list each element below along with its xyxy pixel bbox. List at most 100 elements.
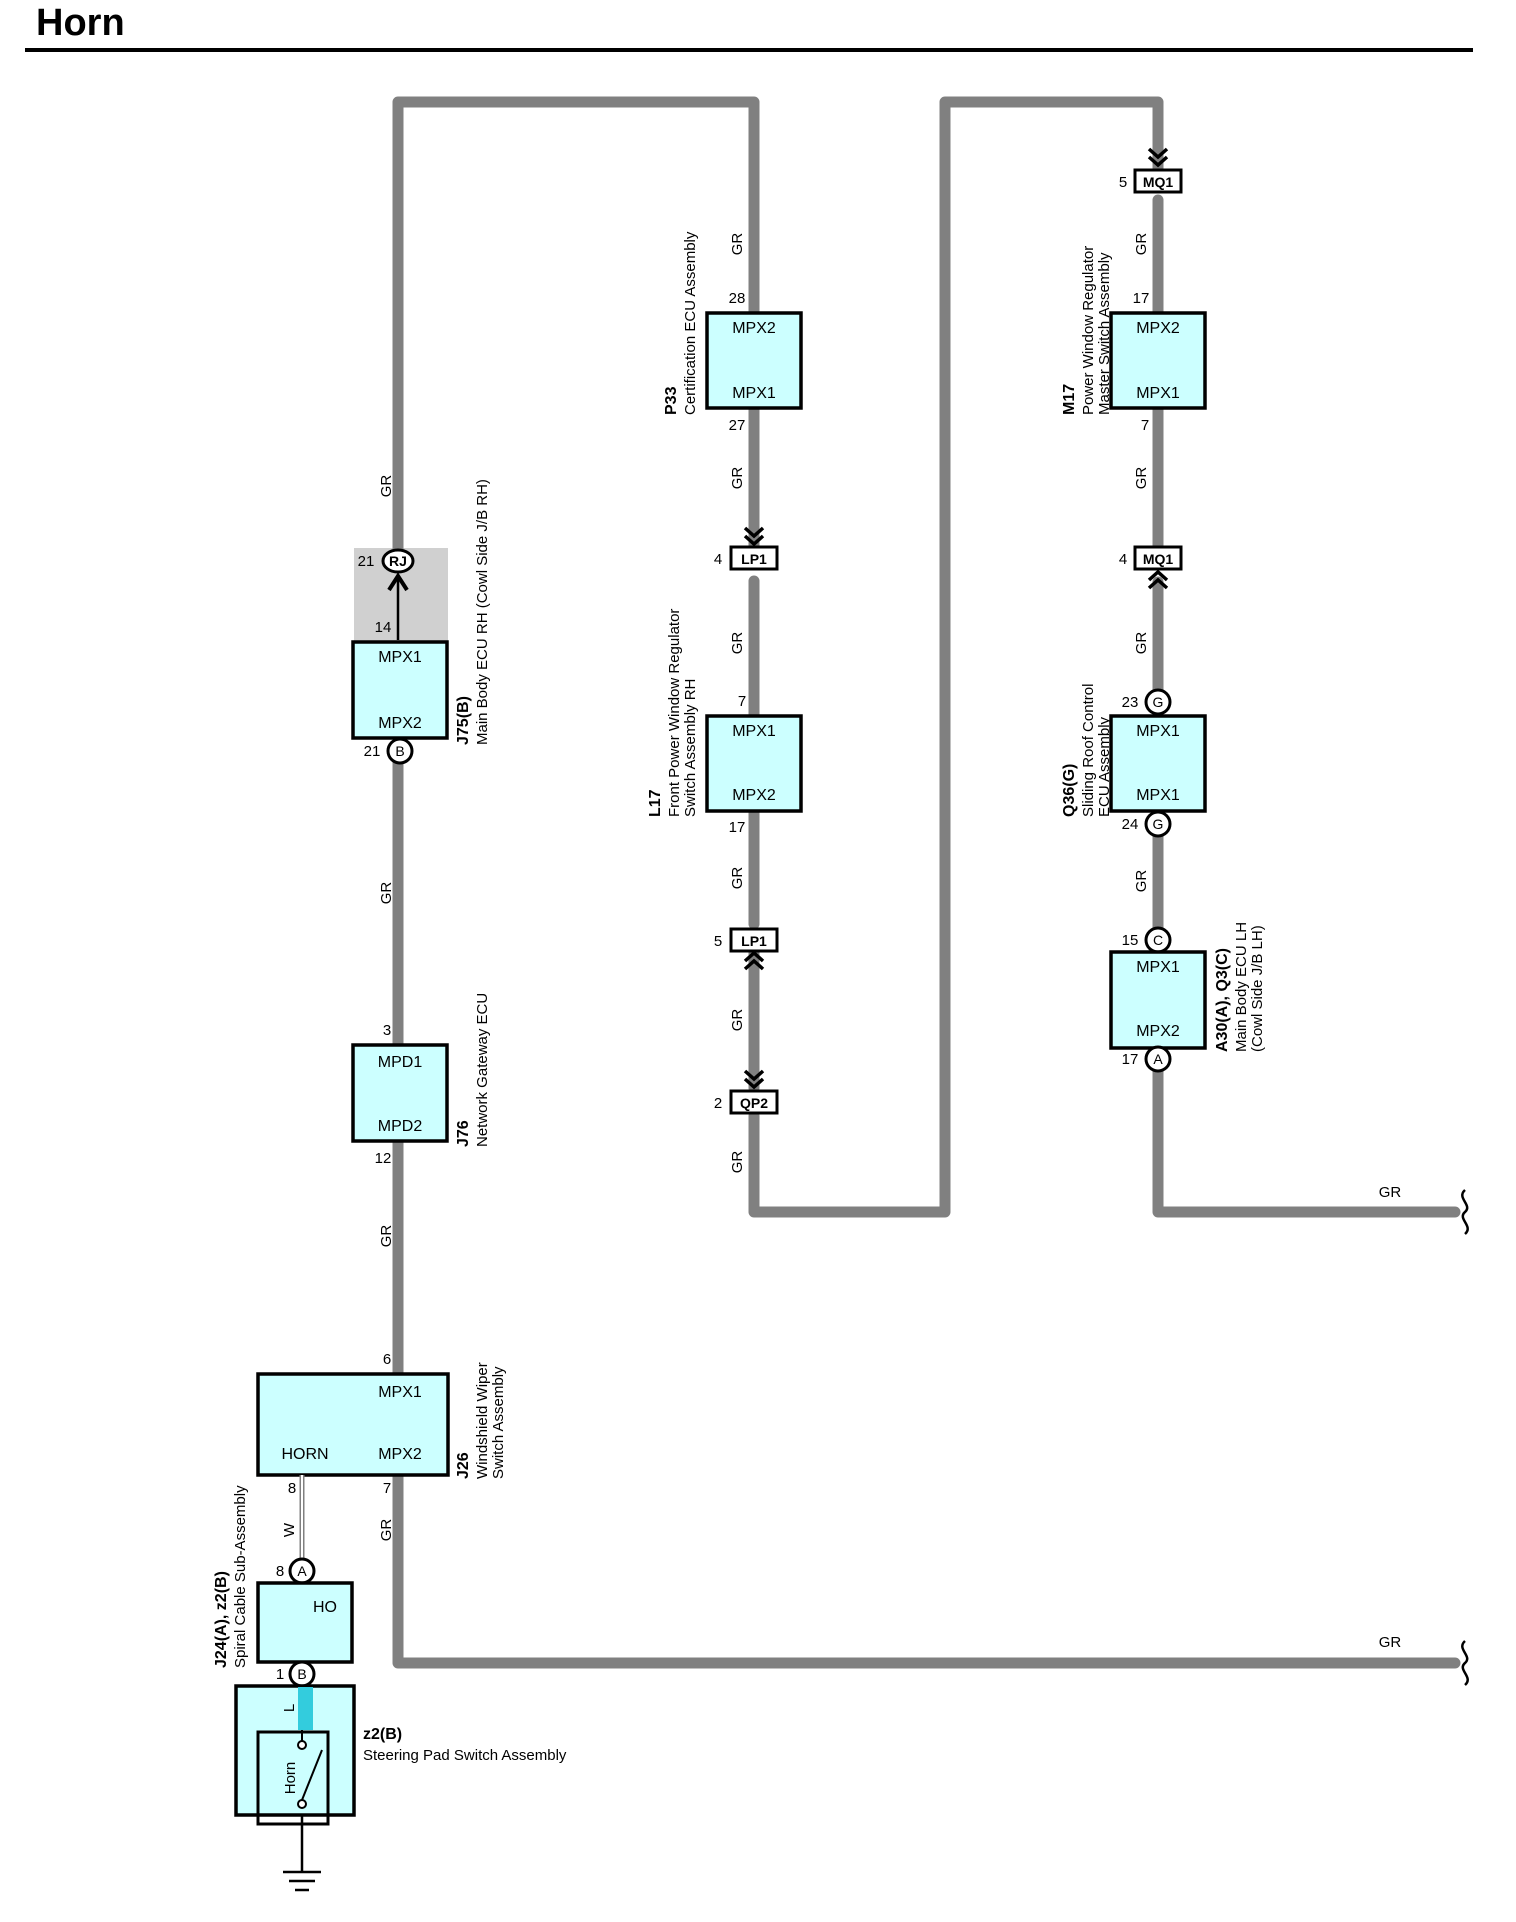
component-name: (Cowl Side J/B LH) <box>1249 925 1266 1052</box>
port-label: MPX2 <box>1136 1023 1180 1040</box>
component-code: J24(A), z2(B) <box>213 1571 230 1668</box>
port-label: MPX1 <box>1136 723 1180 740</box>
wire-color-label: GR <box>729 467 746 490</box>
pin-number: 7 <box>738 693 746 710</box>
l17-front-power-window-switch-rh: MPX1 MPX2 7 17 L17 Front Power Window Re… <box>647 609 803 836</box>
port-label: MPX2 <box>732 787 776 804</box>
port-label: MPX2 <box>1136 320 1180 337</box>
connector-circle <box>1144 688 1172 716</box>
component-name: Switch Assembly RH <box>682 679 699 817</box>
j76-network-gateway-ecu: MPD1 MPD2 3 12 J76 Network Gateway ECU <box>351 993 491 1167</box>
connector-letter: A <box>1153 1051 1163 1067</box>
pin-number: 8 <box>276 1563 284 1580</box>
pin-number: 17 <box>1133 290 1150 307</box>
m17-power-window-master-switch: MPX2 MPX1 17 7 M17 Power Window Regulato… <box>1061 246 1207 434</box>
mq1-connector-bottom: MQ1 4 <box>1119 545 1183 590</box>
connector-circle <box>1144 1045 1172 1073</box>
component-code: z2(B) <box>363 1726 402 1743</box>
component-name: Network Gateway ECU <box>474 993 491 1147</box>
pin-number: 7 <box>383 1480 391 1497</box>
pin-number: 21 <box>358 553 375 570</box>
rj-connector-label: RJ <box>389 553 407 569</box>
pin-number: 17 <box>729 819 746 836</box>
component-name: Main Body ECU LH <box>1233 922 1250 1052</box>
connector-label: QP2 <box>740 1095 768 1111</box>
a30-main-body-ecu-lh: C 15 MPX1 MPX2 A 17 A30(A), Q3(C) Main B… <box>1109 922 1266 1073</box>
bus-wire <box>392 96 1461 1669</box>
component-code: Q36(G) <box>1061 764 1078 817</box>
page-title: Horn <box>36 2 125 44</box>
component-name: Power Window Regulator <box>1080 246 1097 415</box>
component-name: Master Switch Assembly <box>1096 252 1113 415</box>
port-label: MPX2 <box>378 715 422 732</box>
connector-letter: B <box>395 743 404 759</box>
component-code: M17 <box>1061 384 1078 415</box>
wire-color-label: GR <box>729 1009 746 1032</box>
connector-label: LP1 <box>741 933 767 949</box>
port-label: MPX1 <box>378 649 422 666</box>
title-divider <box>25 48 1473 52</box>
junction-arrow <box>387 572 409 592</box>
wire-break-symbol <box>1461 1640 1469 1686</box>
pin-number: 5 <box>1119 174 1127 191</box>
wire-color-label: GR <box>1379 1184 1402 1201</box>
component-code: J26 <box>455 1452 472 1479</box>
pin-number: 21 <box>364 743 381 760</box>
component-name: Certification ECU Assembly <box>682 231 699 415</box>
component-code: A30(A), Q3(C) <box>1214 948 1231 1052</box>
pin-number: 28 <box>729 290 746 307</box>
pin-number: 2 <box>714 1095 722 1112</box>
port-label: MPX2 <box>732 320 776 337</box>
lp1-connector-bottom: LP1 5 <box>714 927 779 971</box>
qp2-connector: QP2 2 <box>714 1069 779 1115</box>
wire-color-label: GR <box>378 882 395 905</box>
l-wire-highlight <box>298 1687 313 1730</box>
switch-label: Horn <box>282 1762 299 1795</box>
pin-number: 17 <box>1122 1051 1139 1068</box>
pin-number: 14 <box>375 619 392 636</box>
wire-color-label: GR <box>1133 870 1150 893</box>
connector-label: MQ1 <box>1143 174 1174 190</box>
rj-connector <box>381 548 415 574</box>
connector-letter: C <box>1153 932 1163 948</box>
pin-number: 4 <box>714 551 722 568</box>
wire-color-label: GR <box>729 233 746 256</box>
pin-number: 27 <box>729 417 746 434</box>
ground-symbol <box>283 1815 321 1892</box>
pin-number: 5 <box>714 933 722 950</box>
j75-main-body-ecu-rh: MPX1 MPX2 14 21 B J75(B) Main Body ECU R… <box>351 479 491 765</box>
component-name: Spiral Cable Sub-Assembly <box>232 1485 249 1668</box>
port-label: MPX1 <box>1136 385 1180 402</box>
component-name: Main Body ECU RH (Cowl Side J/B RH) <box>474 479 491 745</box>
mq1-connector-top: MQ1 5 <box>1119 147 1183 194</box>
connector-circle <box>386 737 414 765</box>
p33-certification-ecu: MPX2 MPX1 28 27 P33 Certification ECU As… <box>663 231 803 434</box>
component-code: L17 <box>647 789 664 817</box>
port-label: MPX1 <box>732 723 776 740</box>
connector-label: LP1 <box>741 551 767 567</box>
pin-number: 4 <box>1119 551 1127 568</box>
component-name: ECU Assembly <box>1096 716 1113 817</box>
wire-color-label: GR <box>378 475 395 498</box>
port-label: HORN <box>281 1446 328 1463</box>
j24-spiral-cable: A 8 HO B 1 J24(A), z2(B) Spiral Cable Su… <box>213 1485 354 1688</box>
connector-circle <box>1144 810 1172 838</box>
wire-color-label: GR <box>729 867 746 890</box>
connector-letter: G <box>1153 816 1164 832</box>
horn-switch-contact <box>301 1749 323 1801</box>
component-code: J76 <box>455 1120 472 1147</box>
port-label: MPX1 <box>1136 959 1180 976</box>
connector-label: MQ1 <box>1143 551 1174 567</box>
port-label: HO <box>313 1599 337 1616</box>
pin-number: 6 <box>383 1351 391 1368</box>
component-name: Windshield Wiper <box>474 1362 491 1479</box>
wire-color-label: GR <box>1379 1634 1402 1651</box>
q36-sliding-roof-control-ecu: G 23 MPX1 MPX1 G 24 Q36(G) Sliding Roof … <box>1061 684 1207 838</box>
j26-windshield-wiper-switch: MPX1 HORN MPX2 6 8 7 J26 Windshield Wipe… <box>256 1351 507 1497</box>
wire-color-label: GR <box>1133 467 1150 490</box>
component-name: Steering Pad Switch Assembly <box>363 1747 567 1764</box>
port-label: MPX2 <box>378 1446 422 1463</box>
component-code: P33 <box>663 386 680 415</box>
connector-letter: G <box>1153 694 1164 710</box>
